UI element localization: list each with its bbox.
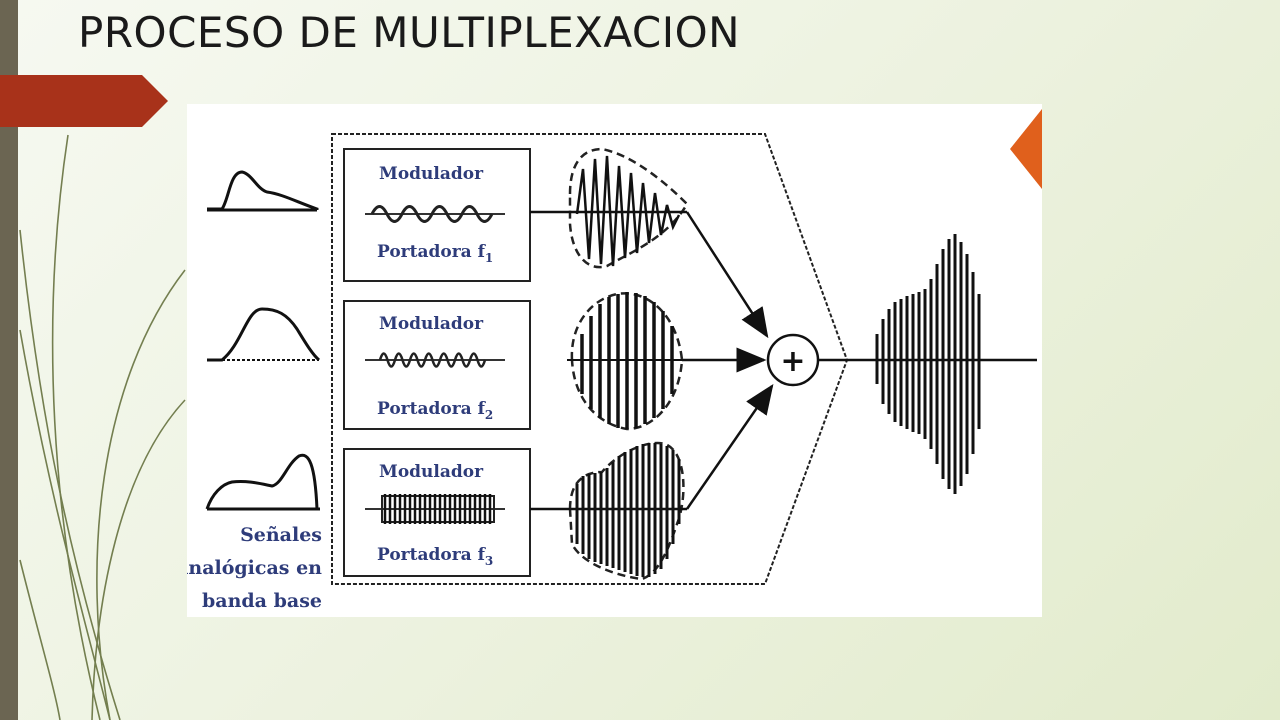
carrier-label: Portadora f xyxy=(377,399,487,419)
carrier-wave-2 xyxy=(378,352,487,368)
modulated-signal-3 xyxy=(568,441,685,581)
summer-symbol: + xyxy=(780,344,805,379)
svg-text:Portadora f3: Portadora f3 xyxy=(377,545,493,568)
summer-node: + xyxy=(766,333,820,387)
baseband-signal-1 xyxy=(207,170,319,211)
multiplexed-output-signal xyxy=(875,234,981,494)
left-accent-bar xyxy=(0,0,18,720)
svg-text:Portadora f2: Portadora f2 xyxy=(377,399,493,422)
baseband-signals xyxy=(205,170,321,511)
modulator-label: Modulador xyxy=(379,164,484,184)
multiplexing-diagram: Modulador Portadora f1 Modulador Portado… xyxy=(187,104,1042,617)
modulated-signal-2 xyxy=(567,292,687,431)
carrier-subscript: 2 xyxy=(485,408,493,422)
caption-line-1: Señales xyxy=(240,524,322,546)
carrier-subscript: 3 xyxy=(485,554,493,568)
modulator-label: Modulador xyxy=(379,462,484,482)
arrow-3 xyxy=(685,383,774,510)
carrier-subscript: 1 xyxy=(485,251,493,265)
corner-ornament xyxy=(1010,109,1042,189)
carrier-wave-3 xyxy=(381,495,495,523)
caption-line-3: banda base xyxy=(202,590,322,612)
arrow-1 xyxy=(685,211,769,339)
carrier-wave-1 xyxy=(370,205,494,223)
baseband-signal-2 xyxy=(207,307,321,362)
modulator-label: Modulador xyxy=(379,314,484,334)
baseband-signal-3 xyxy=(205,453,319,510)
modulated-signal-1 xyxy=(568,147,689,269)
modulator-box-1: Modulador Portadora f1 xyxy=(343,148,531,282)
svg-text:Portadora f1: Portadora f1 xyxy=(377,242,493,265)
carrier-label: Portadora f xyxy=(377,545,487,565)
multiplexer-enclosure xyxy=(331,133,849,585)
title-accent-tab xyxy=(0,75,168,127)
decorative-curves xyxy=(19,134,186,720)
modulator-box-3: Modulador Portadora f3 xyxy=(343,448,531,577)
slide-title: PROCESO DE MULTIPLEXACION xyxy=(78,8,741,57)
caption-line-2: analógicas en xyxy=(187,557,322,579)
modulator-box-2: Modulador Portadora f2 xyxy=(343,300,531,430)
carrier-label: Portadora f xyxy=(377,242,487,262)
